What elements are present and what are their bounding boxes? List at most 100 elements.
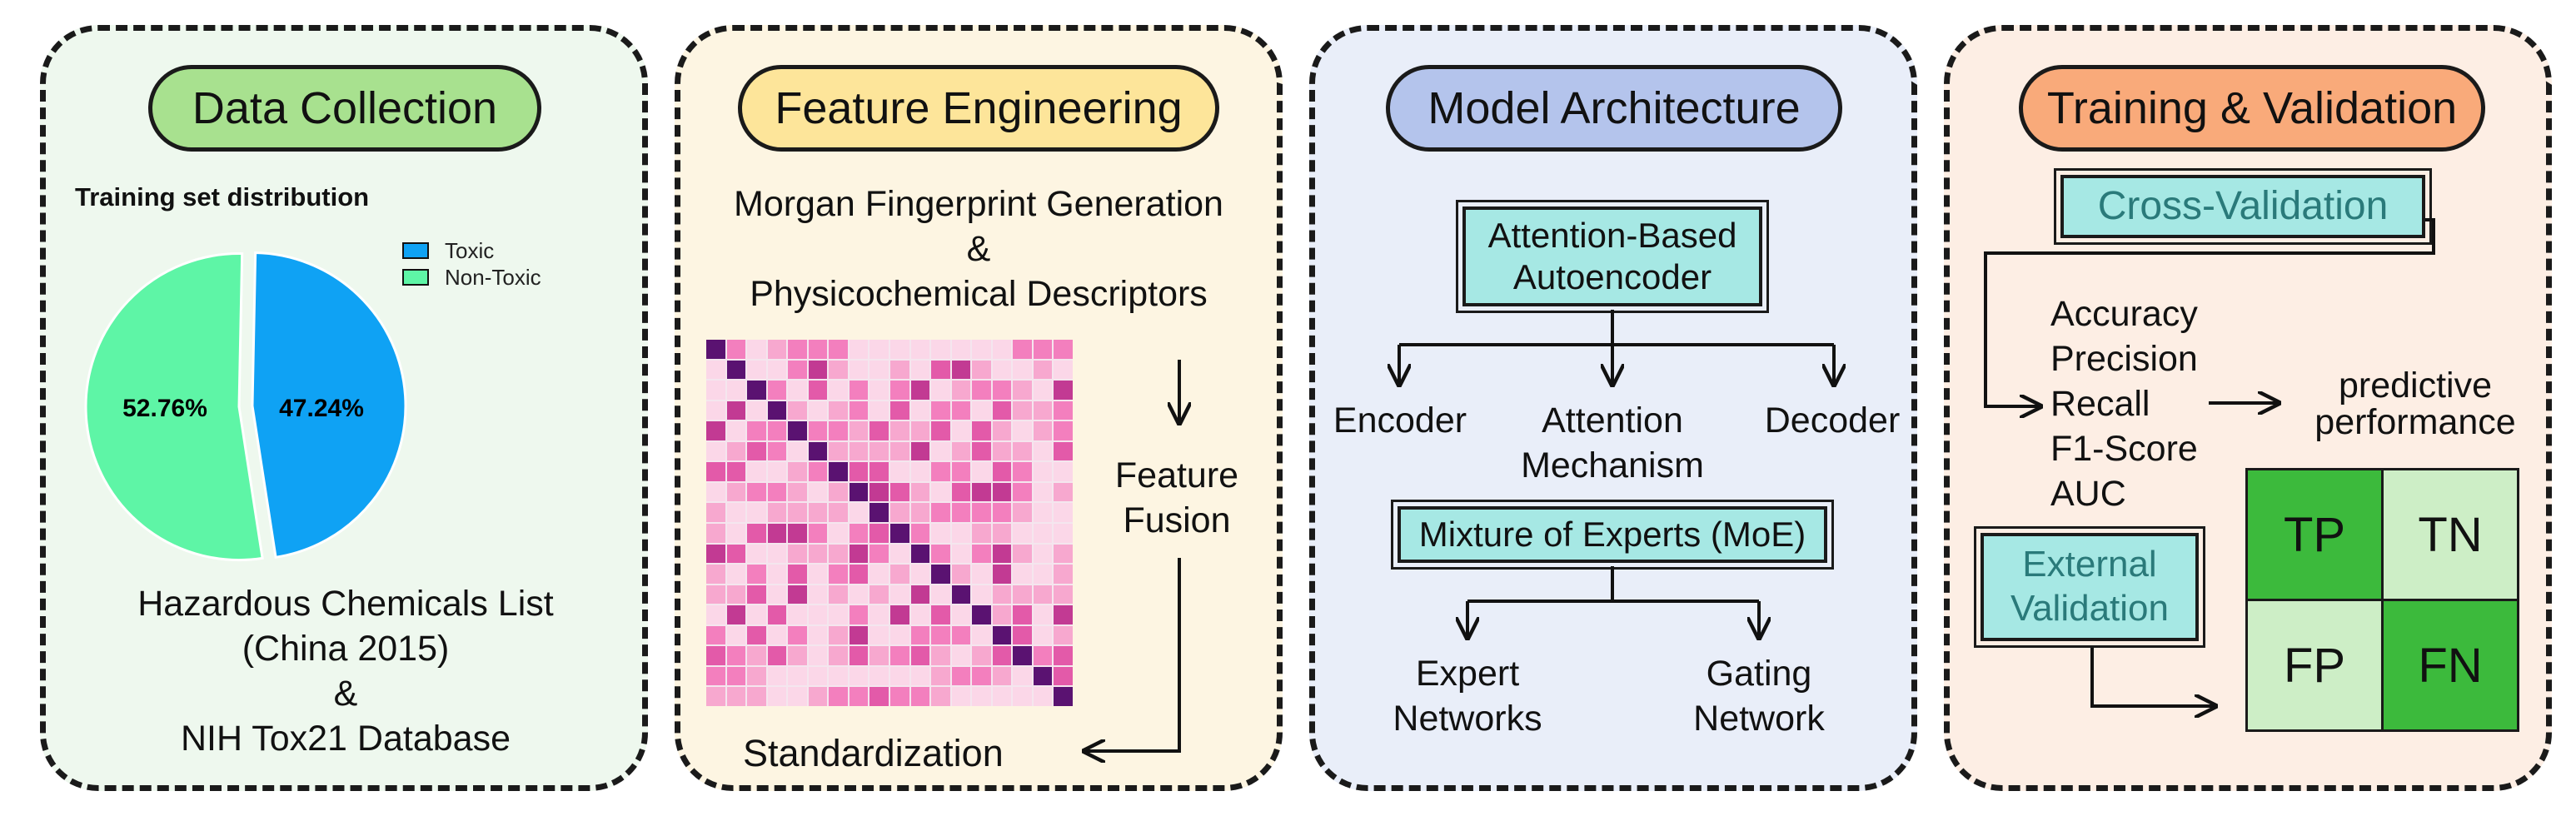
heatmap-cell — [951, 360, 971, 380]
heatmap-cell — [767, 381, 787, 400]
source-ampersand: & — [333, 674, 358, 714]
heatmap-cell — [726, 482, 746, 502]
heatmap-cell — [706, 401, 725, 420]
source-hazardous-list: Hazardous Chemicals List — [137, 584, 554, 624]
heatmap-cell — [706, 360, 725, 380]
heatmap-cell — [747, 544, 766, 564]
heatmap-cell — [889, 360, 909, 380]
heatmap-cell — [972, 340, 991, 359]
correlation-heatmap — [706, 340, 1073, 706]
gating-network-line2: Network — [1693, 699, 1825, 739]
heatmap-cell — [1033, 482, 1053, 502]
source-tox21: NIH Tox21 Database — [181, 719, 511, 759]
heatmap-cell — [788, 565, 807, 584]
heatmap-cell — [889, 401, 909, 420]
heatmap-cell — [808, 441, 828, 461]
heatmap-cell — [1013, 585, 1032, 605]
heatmap-cell — [788, 462, 807, 481]
heatmap-cell — [889, 585, 909, 605]
heatmap-cell — [706, 441, 725, 461]
heatmap-cell — [747, 401, 766, 420]
heatmap-cell — [788, 381, 807, 400]
heatmap-cell — [951, 503, 971, 522]
heatmap-cell — [767, 646, 787, 665]
heatmap-cell — [951, 646, 971, 665]
heatmap-cell — [972, 503, 991, 522]
heatmap-cell — [1013, 340, 1032, 359]
heatmap-cell — [972, 381, 991, 400]
heatmap-cell — [829, 340, 848, 359]
heatmap-cell — [1013, 462, 1032, 481]
heatmap-cell — [931, 482, 950, 502]
heatmap-cell — [706, 605, 725, 624]
heatmap-cell — [910, 360, 930, 380]
metric-precision: Precision — [2050, 339, 2198, 379]
heatmap-cell — [747, 687, 766, 706]
heatmap-cell — [726, 340, 746, 359]
heatmap-cell — [1013, 605, 1032, 624]
autoencoder-line2: Autoencoder — [1512, 257, 1712, 296]
cross-validation-box: Cross-Validation — [2054, 168, 2432, 245]
panel-model-architecture — [1309, 25, 1917, 791]
heatmap-cell — [931, 666, 950, 686]
heatmap-cell — [889, 503, 909, 522]
heatmap-cell — [889, 482, 909, 502]
heatmap-cell — [767, 544, 787, 564]
heatmap-cell — [992, 565, 1012, 584]
heatmap-cell — [808, 585, 828, 605]
heatmap-cell — [849, 340, 869, 359]
heatmap-cell — [849, 401, 869, 420]
heatmap-cell — [992, 544, 1012, 564]
heatmap-cell — [788, 585, 807, 605]
heatmap-cell — [972, 441, 991, 461]
heatmap-cell — [951, 625, 971, 645]
pie-chart-title: Training set distribution — [75, 182, 370, 211]
heatmap-cell — [889, 565, 909, 584]
heatmap-cell — [889, 605, 909, 624]
heatmap-cell — [931, 523, 950, 543]
heatmap-cell — [808, 523, 828, 543]
heatmap-cell — [889, 646, 909, 665]
heatmap-cell — [747, 381, 766, 400]
heatmap-cell — [992, 687, 1012, 706]
heatmap-cell — [910, 666, 930, 686]
heatmap-cell — [706, 381, 725, 400]
heatmap-cell — [910, 421, 930, 440]
heatmap-cell — [726, 605, 746, 624]
legend-label-toxic: Toxic — [445, 238, 494, 263]
heatmap-cell — [889, 441, 909, 461]
heatmap-cell — [1054, 482, 1073, 502]
heatmap-cell — [1033, 340, 1053, 359]
heatmap-cell — [726, 523, 746, 543]
heatmap-cell — [889, 544, 909, 564]
heatmap-cell — [910, 625, 930, 645]
predictive-line2: performance — [2314, 402, 2516, 442]
heatmap-cell — [992, 503, 1012, 522]
heatmap-cell — [1033, 360, 1053, 380]
heatmap-cell — [849, 666, 869, 686]
heatmap-cell — [767, 441, 787, 461]
heatmap-cell — [808, 360, 828, 380]
heatmap-cell — [726, 441, 746, 461]
heatmap-cell — [931, 646, 950, 665]
heatmap-cell — [808, 646, 828, 665]
heatmap-cell — [767, 360, 787, 380]
heatmap-cell — [849, 441, 869, 461]
heatmap-cell — [808, 605, 828, 624]
attention-autoencoder-box: Attention-Based Autoencoder — [1456, 200, 1769, 313]
heatmap-cell — [767, 482, 787, 502]
heatmap-cell — [1033, 666, 1053, 686]
heatmap-cell — [1054, 585, 1073, 605]
heatmap-cell — [747, 625, 766, 645]
heatmap-cell — [869, 503, 889, 522]
heatmap-cell — [869, 523, 889, 543]
heatmap-cell — [931, 585, 950, 605]
heatmap-cell — [972, 523, 991, 543]
heatmap-cell — [829, 441, 848, 461]
heatmap-cell — [808, 544, 828, 564]
heatmap-cell — [992, 625, 1012, 645]
heatmap-cell — [1054, 687, 1073, 706]
heatmap-cell — [849, 421, 869, 440]
heatmap-cell — [869, 625, 889, 645]
